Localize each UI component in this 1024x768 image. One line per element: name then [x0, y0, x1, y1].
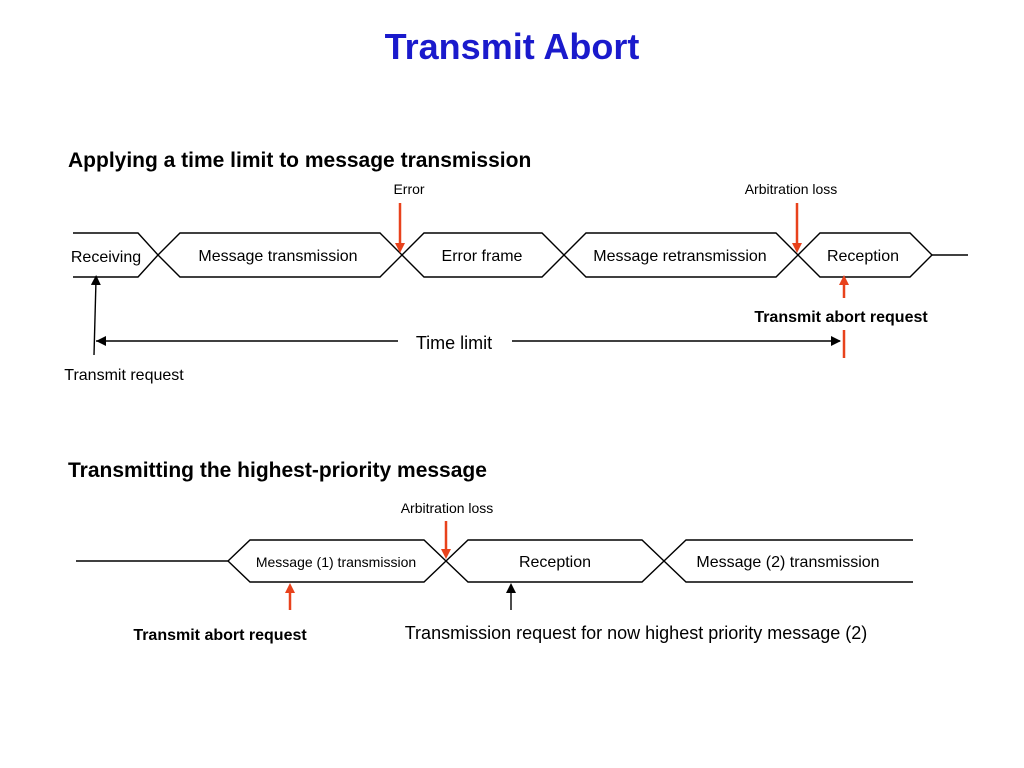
page-title: Transmit Abort: [384, 26, 640, 67]
segment-message2-transmission: Message (2) transmission: [696, 554, 879, 571]
segment-reception: Reception: [827, 248, 899, 265]
segment-message-retransmission: Message retransmission: [593, 248, 766, 265]
label-transmit-abort-request-2: Transmit abort request: [133, 627, 307, 644]
section1-heading: Applying a time limit to message transmi…: [68, 149, 532, 172]
label-transmit-request: Transmit request: [64, 367, 184, 384]
transmit-request-arrow: [90, 275, 101, 356]
time-limit-arrow-left: [96, 336, 106, 346]
label-transmit-abort-request-1: Transmit abort request: [754, 309, 928, 326]
time-limit-arrow-right: [831, 336, 841, 346]
label-arbitration-loss-2: Arbitration loss: [401, 500, 494, 516]
label-time-limit: Time limit: [416, 333, 492, 353]
label-error: Error: [393, 181, 424, 197]
label-transmission-request: Transmission request for now highest pri…: [405, 623, 868, 643]
segment-shape-message2: [662, 539, 913, 583]
segment-error-frame: Error frame: [442, 248, 523, 265]
segment-message-transmission: Message transmission: [198, 248, 357, 265]
segment-message1-transmission: Message (1) transmission: [256, 554, 416, 570]
segment-reception-2: Reception: [519, 554, 591, 571]
segment-receiving: Receiving: [71, 249, 141, 266]
section2-heading: Transmitting the highest-priority messag…: [68, 459, 487, 482]
label-arbitration-loss-1: Arbitration loss: [745, 181, 838, 197]
